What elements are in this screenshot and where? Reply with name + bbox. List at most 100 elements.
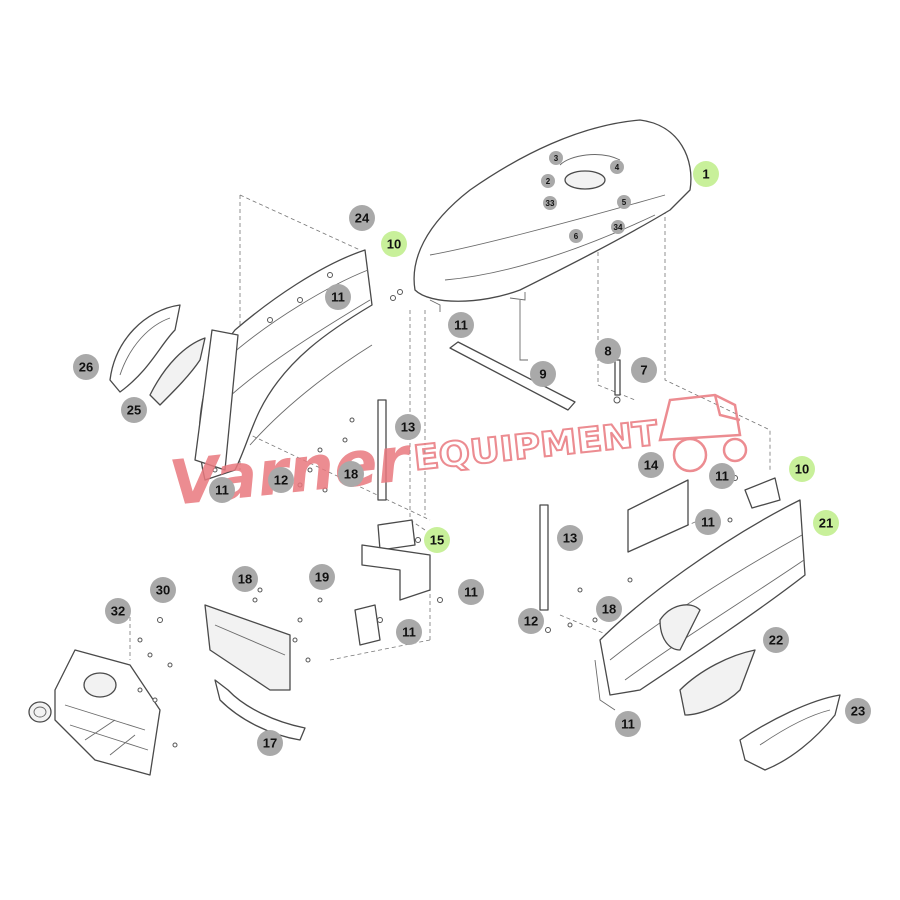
callout-number: 11: [331, 290, 345, 305]
hood-top: [413, 119, 692, 312]
callout-11: 11: [209, 477, 235, 503]
callout-circle: [611, 220, 625, 234]
callout-7: 7: [631, 357, 657, 383]
callout-19: 19: [309, 564, 335, 590]
callout-number: 12: [524, 614, 538, 629]
callout-number: 11: [715, 469, 729, 484]
support-bar: [449, 341, 576, 411]
callout-number: 26: [79, 360, 93, 375]
decal-panel: [627, 479, 689, 553]
callout-10: 10: [789, 456, 815, 482]
callout-number: 14: [644, 458, 659, 473]
callout-circle: [617, 195, 631, 209]
callout-number: 8: [604, 344, 611, 359]
callout-2: 2: [541, 174, 555, 188]
callout-number: 33: [546, 199, 555, 208]
vertical-strip-left: [377, 399, 387, 501]
left-side-panel: [194, 249, 373, 481]
callout-number: 7: [640, 363, 647, 378]
callout-circle: [813, 510, 839, 536]
callout-number: 19: [315, 570, 329, 585]
callout-number: 11: [454, 318, 468, 333]
callout-number: 3: [554, 154, 559, 163]
center-bracket: [361, 519, 431, 601]
callout-number: 10: [795, 462, 809, 477]
callout-number: 25: [127, 403, 141, 418]
callout-circle: [610, 160, 624, 174]
callout-15: 15: [424, 527, 450, 553]
tractor-icon: [658, 393, 748, 473]
callout-17: 17: [257, 730, 283, 756]
callout-circle: [349, 205, 375, 231]
left-headlight-lens: [149, 337, 206, 406]
callout-11: 11: [396, 619, 422, 645]
watermark-brand-block: EQUIPMENT: [412, 413, 661, 478]
callout-23: 23: [845, 698, 871, 724]
callout-18: 18: [232, 566, 258, 592]
callout-number: 17: [263, 736, 277, 751]
callout-circle: [631, 357, 657, 383]
callout-circle: [325, 284, 351, 310]
callout-number: 13: [401, 420, 415, 435]
callout-11: 11: [695, 509, 721, 535]
callout-number: 30: [156, 583, 170, 598]
callout-circle: [121, 397, 147, 423]
callout-14: 14: [638, 452, 664, 478]
callout-circle: [530, 361, 556, 387]
callout-circle: [596, 596, 622, 622]
callout-circle: [381, 231, 407, 257]
callout-11: 11: [709, 463, 735, 489]
callout-number: 10: [387, 237, 401, 252]
callout-circle: [105, 598, 131, 624]
callout-8: 8: [595, 338, 621, 364]
callout-number: 9: [539, 367, 546, 382]
callout-number: 13: [563, 531, 577, 546]
callout-12: 12: [518, 608, 544, 634]
callout-number: 1: [702, 167, 709, 182]
callout-circle: [541, 174, 555, 188]
front-grille: [54, 649, 161, 776]
callout-number: 11: [215, 483, 229, 498]
callout-22: 22: [763, 627, 789, 653]
front-lower-panel: [204, 604, 291, 691]
right-headlight-bezel: [739, 694, 841, 771]
callout-number: 18: [238, 572, 252, 587]
callout-25: 25: [121, 397, 147, 423]
callout-11: 11: [448, 312, 474, 338]
callout-34: 34: [611, 220, 625, 234]
emblem-badge: [28, 701, 52, 723]
callout-circle: [615, 711, 641, 737]
callout-number: 2: [546, 177, 551, 186]
callout-9: 9: [530, 361, 556, 387]
callout-number: 21: [819, 516, 833, 531]
hinge-rod: [519, 300, 528, 361]
callout-11: 11: [458, 579, 484, 605]
callout-circle: [709, 463, 735, 489]
callout-number: 22: [769, 633, 783, 648]
callout-circle: [543, 196, 557, 210]
callout-circle: [150, 577, 176, 603]
callout-10: 10: [381, 231, 407, 257]
callout-circle: [257, 730, 283, 756]
callout-circle: [638, 452, 664, 478]
callout-1: 1: [693, 161, 719, 187]
callout-18: 18: [338, 461, 364, 487]
callout-circle: [232, 566, 258, 592]
callout-number: 11: [402, 625, 416, 640]
callout-11: 11: [615, 711, 641, 737]
callout-circle: [448, 312, 474, 338]
callout-number: 6: [574, 232, 579, 241]
callout-number: 23: [851, 704, 865, 719]
callout-circle: [763, 627, 789, 653]
callout-12: 12: [268, 467, 294, 493]
callout-number: 32: [111, 604, 125, 619]
callout-number: 4: [615, 163, 620, 172]
callout-circle: [693, 161, 719, 187]
callout-number: 18: [602, 602, 616, 617]
callout-6: 6: [569, 229, 583, 243]
callout-number: 18: [344, 467, 358, 482]
callout-circle: [557, 525, 583, 551]
callout-24: 24: [349, 205, 375, 231]
